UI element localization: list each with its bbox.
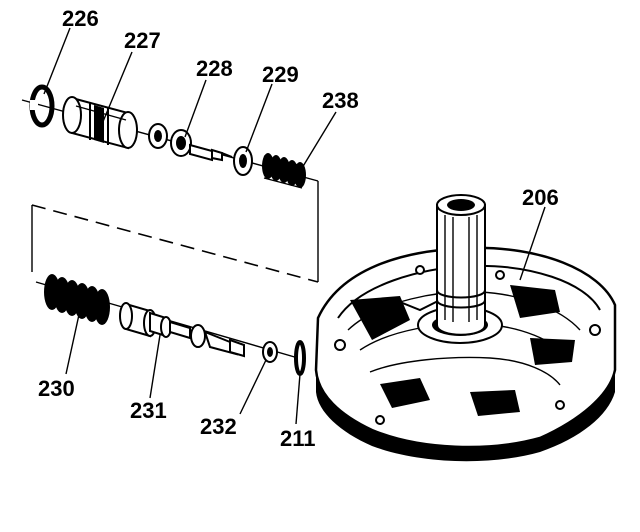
leader-229 [245,83,273,153]
leader-230 [65,309,81,375]
callout-230: 230 [38,376,75,401]
washer-229 [233,146,253,176]
callout-228: 228 [196,56,233,81]
valve-plug-227 [62,96,138,150]
callout-206: 206 [522,185,559,210]
callout-232: 232 [200,414,237,439]
leader-238 [301,111,337,169]
snap-ring-226 [29,84,55,128]
callout-229: 229 [262,62,299,87]
callout-238: 238 [322,88,359,113]
valve-228 [170,129,233,162]
lower-valve-assembly [35,274,306,376]
washer [148,123,168,149]
upper-valve-assembly [21,84,319,189]
alignment-bracket [31,181,319,283]
leader-232 [239,359,267,415]
leader-228 [184,79,207,138]
callout-231: 231 [130,398,167,423]
seal-ring-211 [294,340,306,376]
spring-230 [44,274,110,325]
leader-lines [43,27,546,425]
leader-227 [101,51,133,125]
leader-231 [149,334,161,399]
callout-227: 227 [124,28,161,53]
callout-labels: 226 227 228 229 238 206 230 231 232 211 [38,6,559,451]
valve-231 [119,302,245,358]
ring-232 [262,341,278,363]
leader-206 [519,206,546,281]
callout-226: 226 [62,6,99,31]
callout-211: 211 [280,426,316,451]
leader-211 [295,373,301,425]
pump-body-206 [314,194,617,462]
spring-238 [262,153,306,189]
leader-226 [43,27,71,95]
